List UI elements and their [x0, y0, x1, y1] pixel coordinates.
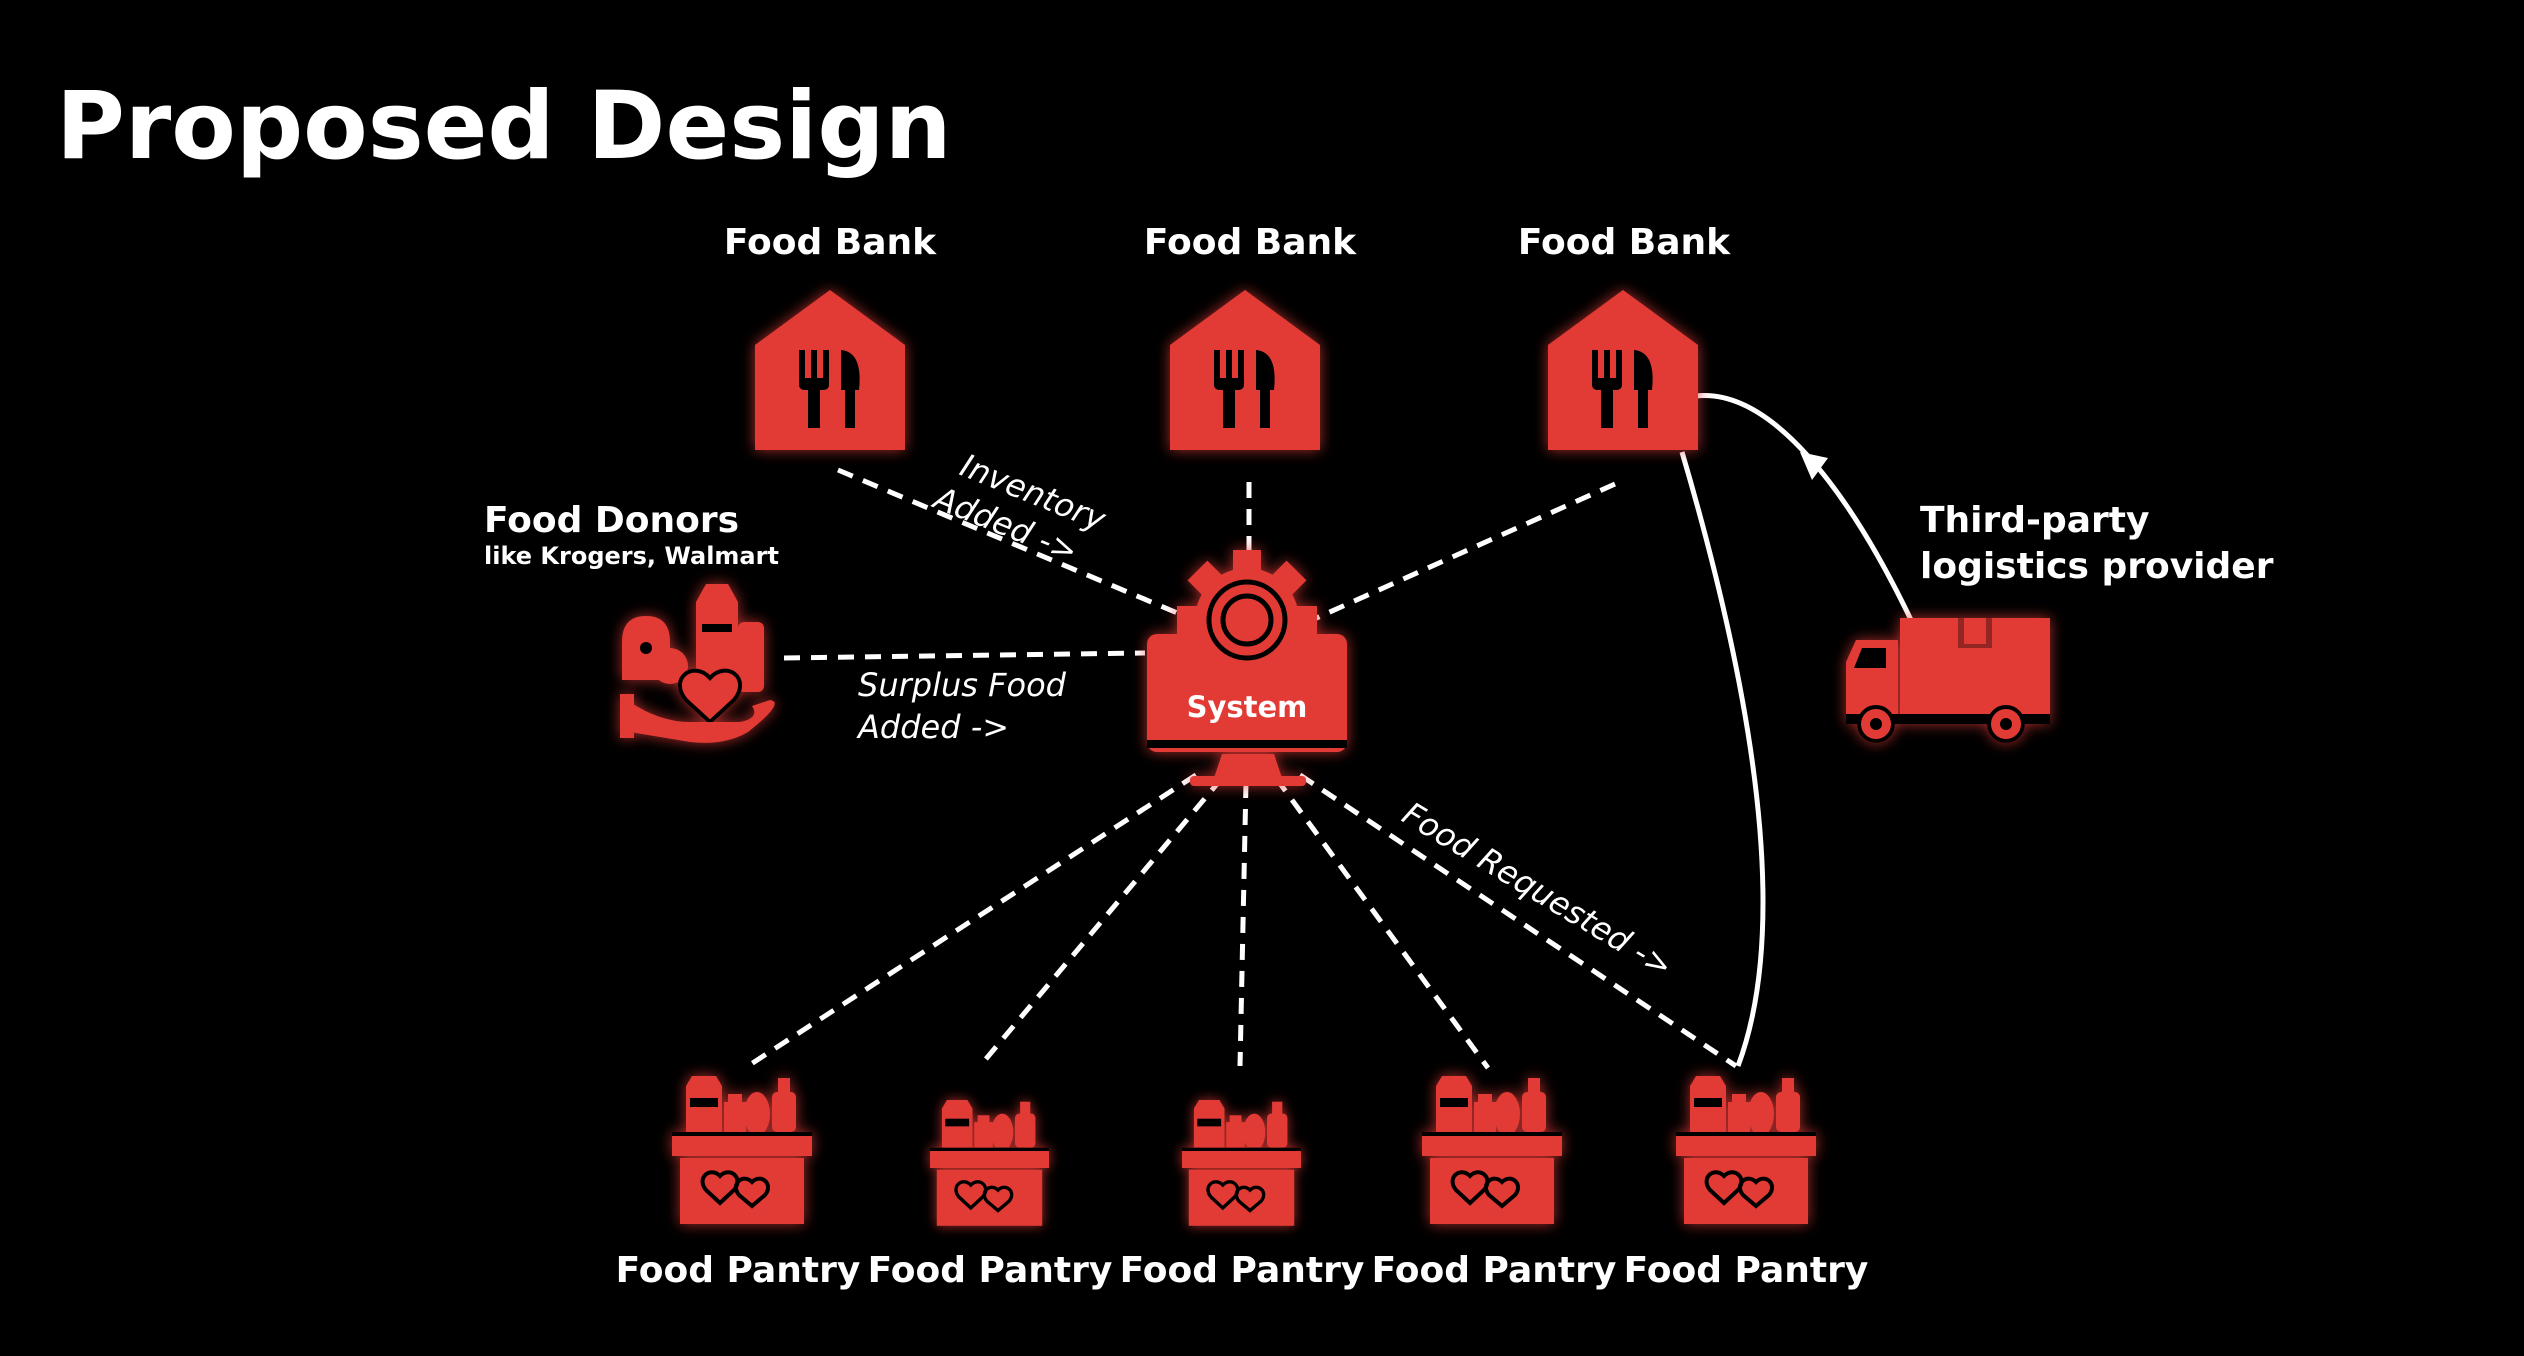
- logistics-provider: Third-party logistics provider: [1846, 500, 2274, 743]
- connectors: [746, 393, 1915, 1070]
- food-bank-2-label: Food Bank: [1144, 222, 1357, 263]
- edge-donors-system: [783, 650, 1146, 661]
- food-box-icon: [1180, 1098, 1303, 1228]
- food-bank-house-icon: [1170, 290, 1320, 450]
- edge-foodbank-1-system: [837, 467, 1195, 623]
- system-monitor-gear-icon: [1147, 550, 1347, 786]
- delivery-truck-icon: [1846, 618, 2050, 743]
- food-pantry-4: Food Pantry: [1372, 1074, 1617, 1291]
- food-pantry-2-label: Food Pantry: [868, 1250, 1113, 1291]
- food-donors: Food Donors like Krogers, Walmart: [484, 500, 779, 743]
- edge-label-inventory: Inventory Added ->: [927, 446, 1112, 570]
- donation-hand-icon: [620, 584, 775, 743]
- food-donors-sublabel: like Krogers, Walmart: [484, 542, 779, 570]
- food-pantry-1: Food Pantry: [616, 1074, 861, 1291]
- food-bank-1: Food Bank: [724, 222, 937, 450]
- food-pantry-3: Food Pantry: [1120, 1098, 1365, 1291]
- system-node: System: [1147, 550, 1347, 786]
- food-bank-3: Food Bank: [1518, 222, 1731, 450]
- arrowhead-logistics: [1800, 452, 1828, 480]
- edge-label-requested: Food Requested ->: [1396, 794, 1680, 985]
- edge-label-requested-text: Food Requested ->: [1396, 794, 1680, 985]
- logistics-label-line1: Third-party: [1920, 500, 2149, 541]
- food-pantry-5: Food Pantry: [1624, 1074, 1869, 1291]
- food-box-icon: [928, 1098, 1051, 1228]
- edge-foodbank-3-logistics: [1695, 393, 1915, 624]
- edge-foodbank-3-pantry-5: [1679, 451, 1766, 1067]
- food-donors-label: Food Donors: [484, 500, 739, 541]
- edge-system-pantry-2: [978, 776, 1224, 1068]
- edge-system-pantry-4: [1273, 776, 1491, 1070]
- food-pantry-2: Food Pantry: [868, 1098, 1113, 1291]
- food-box-icon: [670, 1074, 814, 1226]
- food-bank-1-label: Food Bank: [724, 222, 937, 263]
- system-label: System: [1187, 690, 1308, 724]
- edge-label-surplus: Surplus Food Added ->: [856, 666, 1067, 746]
- edge-label-surplus-line1: Surplus Food: [858, 666, 1067, 704]
- edge-system-pantry-5: [1298, 772, 1738, 1069]
- food-pantry-1-label: Food Pantry: [616, 1250, 861, 1291]
- food-box-icon: [1420, 1074, 1564, 1226]
- edge-label-surplus-line2: Added ->: [856, 708, 1009, 746]
- food-pantry-5-label: Food Pantry: [1624, 1250, 1869, 1291]
- edge-system-pantry-3: [1237, 781, 1249, 1067]
- page-title: Proposed Design: [56, 72, 952, 181]
- food-bank-3-label: Food Bank: [1518, 222, 1731, 263]
- food-box-icon: [1674, 1074, 1818, 1226]
- edge-foodbank-3-system: [1310, 481, 1617, 623]
- edge-system-pantry-1: [746, 772, 1198, 1069]
- logistics-label-line2: logistics provider: [1920, 546, 2274, 587]
- food-bank-2: Food Bank: [1144, 222, 1357, 450]
- food-pantry-4-label: Food Pantry: [1372, 1250, 1617, 1291]
- food-bank-house-icon: [1548, 290, 1698, 450]
- food-bank-house-icon: [755, 290, 905, 450]
- food-pantry-3-label: Food Pantry: [1120, 1250, 1365, 1291]
